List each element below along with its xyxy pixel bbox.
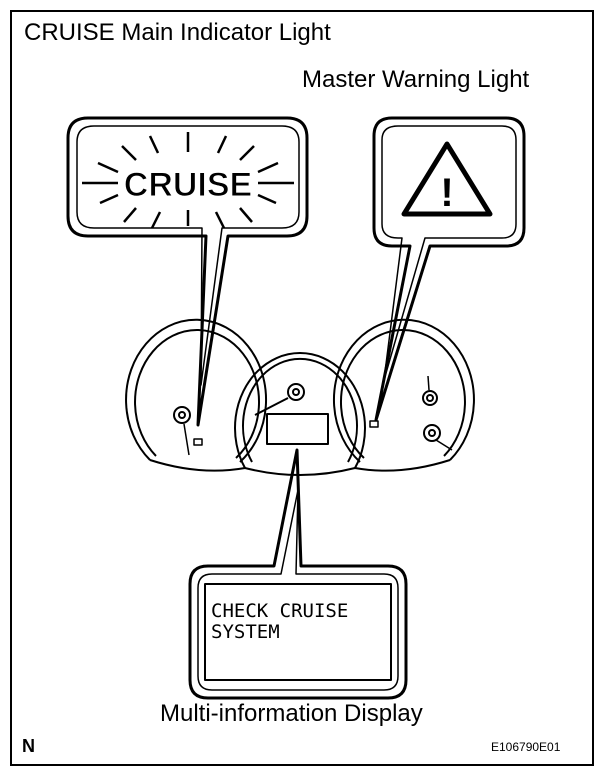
master-warning-callout [372, 116, 526, 422]
multi-info-screen [266, 413, 329, 445]
display-screen [204, 583, 392, 681]
display-line-1: CHECK CRUISE [211, 600, 348, 622]
instrument-cluster [125, 318, 475, 476]
corner-letter: N [22, 736, 35, 756]
figure-title: CRUISE Main Indicator Light [24, 19, 331, 46]
multi-info-callout [188, 448, 408, 700]
warning-exclamation: ! [440, 171, 453, 215]
cruise-flash-rays [82, 132, 294, 229]
cruise-lamp-text: CRUISE [124, 166, 252, 204]
warning-triangle-icon [401, 141, 493, 217]
display-line-2: SYSTEM [211, 621, 280, 643]
master-warning-lamp [369, 420, 379, 428]
figure-code: E106790E01 [491, 740, 561, 754]
multi-info-display-label: Multi-information Display [160, 700, 423, 727]
master-warning-label: Master Warning Light [302, 66, 530, 93]
cruise-callout [66, 116, 309, 427]
cruise-indicator-lamp [193, 438, 203, 446]
